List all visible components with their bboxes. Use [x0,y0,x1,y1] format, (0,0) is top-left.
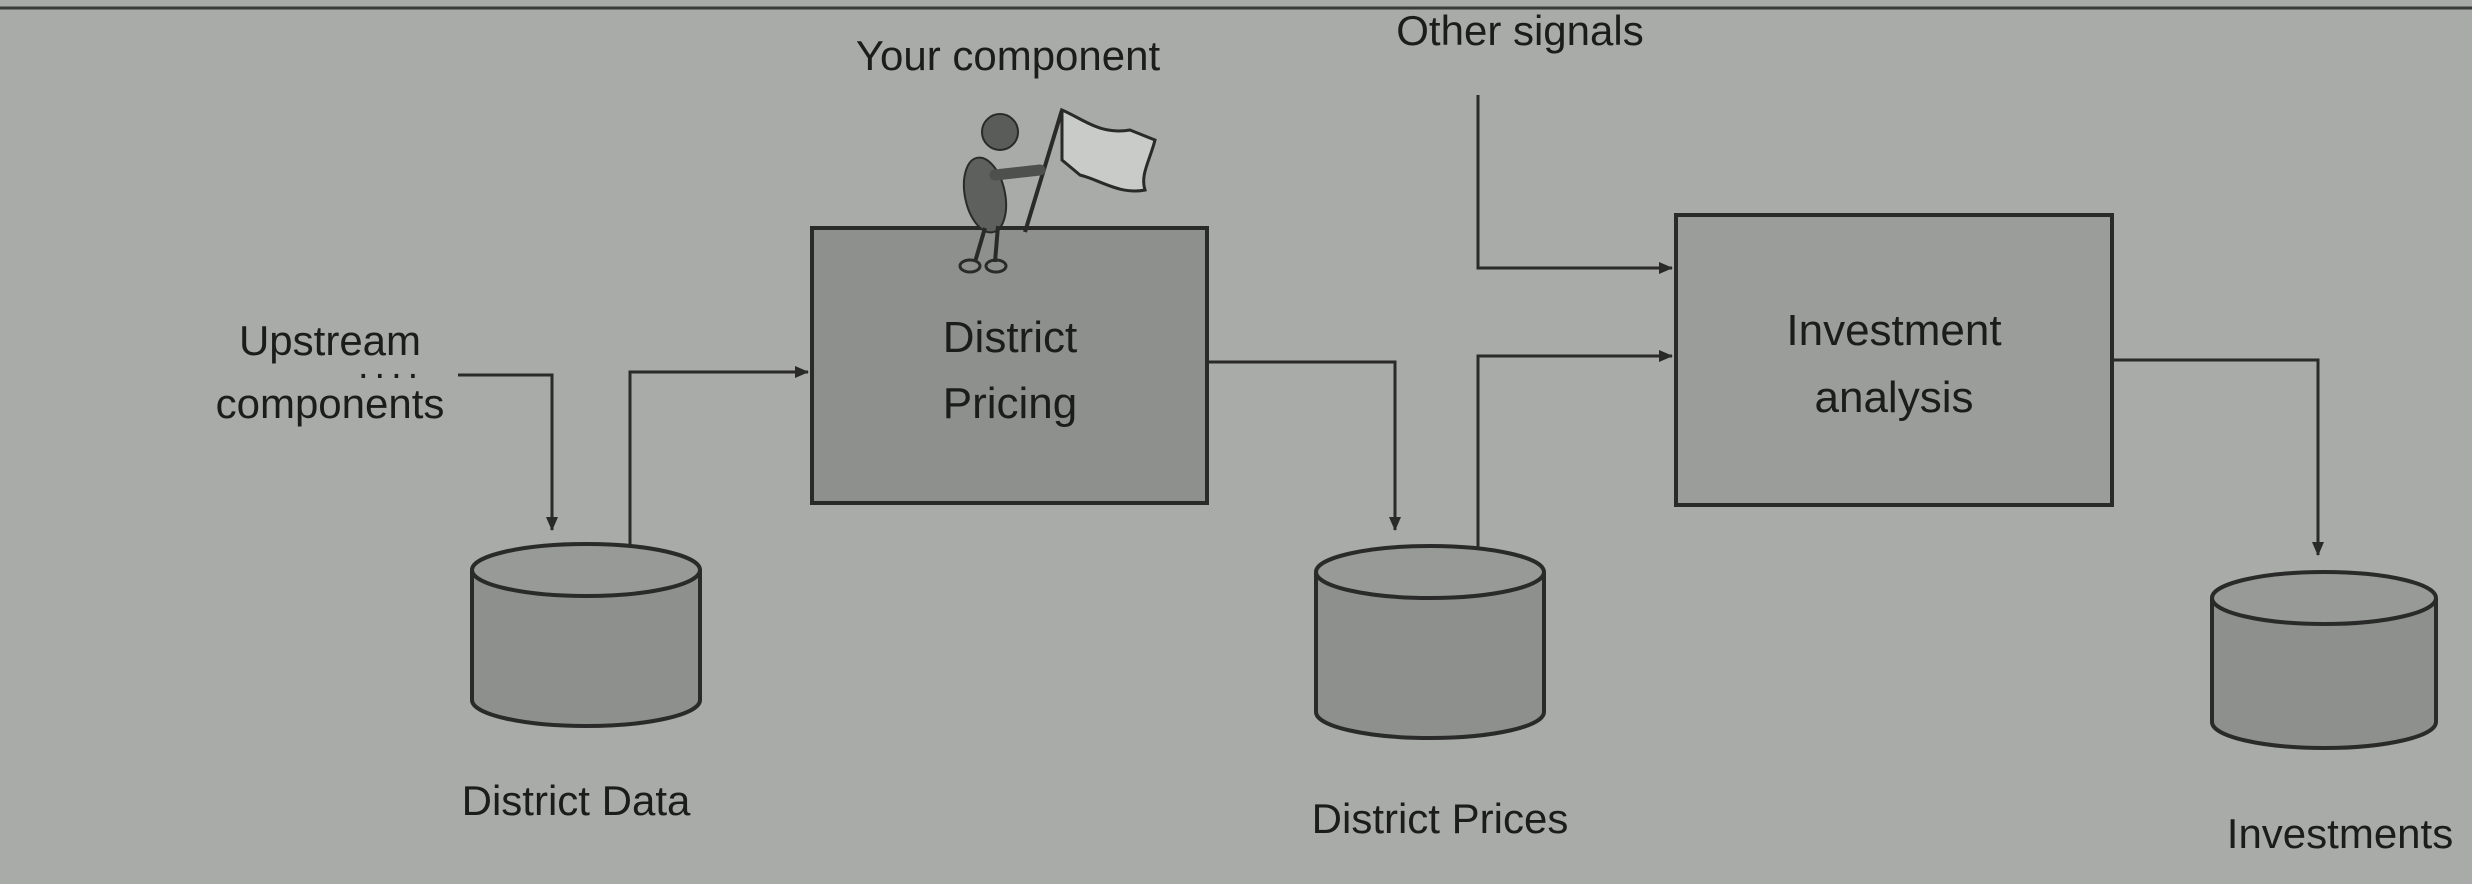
arrow-upstream-to-district-data [458,373,558,531]
your-component-label: Your component [856,32,1161,79]
district-prices-store: District Prices [1312,544,1569,842]
arrow-other-signals-to-investment [1476,95,1673,274]
investments-label: Investments [2227,810,2453,857]
investment-analysis-label-line1: Investment [1786,306,2001,355]
arrow-district-prices-to-investment [1476,350,1673,548]
district-data-store: District Data [462,542,702,824]
upstream-label-line2: components [216,380,445,427]
district-data-label: District Data [462,777,691,824]
district-pricing-label-line2: Pricing [943,379,1078,428]
stick-figure-with-flag-icon [958,107,1157,274]
other-signals-label: Other signals [1396,7,1643,54]
upstream-dots: .... [358,345,424,387]
investment-analysis-box: Investment analysis [1674,213,2114,507]
district-pricing-label-line1: District [943,313,1077,362]
arrow-district-data-to-pricing [628,366,809,548]
arrow-investment-to-investments [2112,358,2324,556]
investment-analysis-label-line2: analysis [1815,373,1974,422]
district-pricing-box: District Pricing [810,226,1209,505]
district-prices-label: District Prices [1312,795,1569,842]
arrow-pricing-to-district-prices [1205,360,1401,531]
upstream-label-line1: Upstream [239,317,421,364]
investments-store: Investments [2210,570,2453,857]
